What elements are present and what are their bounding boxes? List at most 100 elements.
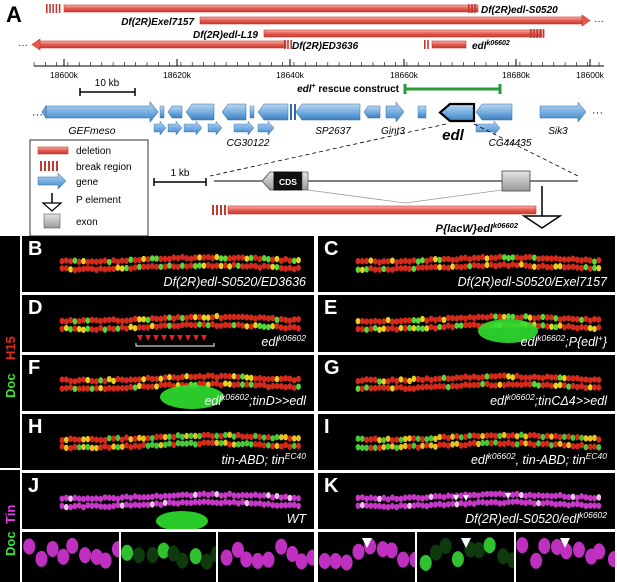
nucleus (467, 492, 473, 499)
nucleus (458, 382, 464, 389)
nucleus (441, 264, 447, 271)
nucleus (266, 323, 271, 331)
deletion-box-icon (37, 146, 69, 155)
nucleus (102, 503, 108, 510)
panel-letter: E (324, 297, 338, 319)
nucleus (106, 494, 112, 501)
nucleus (274, 382, 280, 390)
nucleus (175, 432, 181, 439)
nucleus (158, 315, 164, 323)
nucleus (244, 433, 250, 440)
nucleus (210, 490, 215, 497)
nucleus (419, 554, 432, 571)
nucleus (240, 322, 246, 329)
nucleus (154, 375, 160, 383)
nucleus (175, 313, 181, 321)
nucleus (467, 432, 473, 439)
nucleus (210, 546, 216, 563)
nucleus (553, 255, 559, 262)
arrowhead-icon (505, 493, 511, 499)
nucleus (244, 440, 250, 447)
nucleus (296, 495, 301, 502)
nucleus (244, 374, 250, 381)
nucleus (218, 381, 224, 389)
nucleus (287, 443, 293, 450)
nucleus (63, 503, 69, 511)
nucleus (235, 381, 241, 388)
nucleus (596, 264, 602, 272)
arrowhead-icon (177, 335, 183, 341)
nucleus (72, 318, 78, 325)
nucleus (510, 441, 516, 448)
nucleus (467, 499, 473, 507)
nucleus (402, 502, 408, 510)
nucleus (167, 381, 172, 388)
nucleus (137, 256, 142, 264)
nucleus (111, 385, 116, 392)
nucleus (253, 491, 258, 498)
nucleus (94, 502, 99, 509)
nucleus (514, 381, 520, 388)
nucleus (115, 375, 121, 383)
nucleus (59, 257, 65, 265)
nucleus (278, 502, 284, 509)
nucleus (137, 376, 142, 383)
nucleus (76, 258, 82, 265)
nucleus (102, 257, 108, 264)
nucleus (544, 492, 550, 499)
nucleus (63, 494, 69, 502)
nucleus (296, 325, 301, 332)
nucleus (180, 321, 185, 329)
nucleus (574, 264, 580, 271)
nucleus (359, 435, 365, 442)
nucleus (124, 384, 129, 392)
nucleus (428, 501, 434, 509)
nucleus (68, 503, 73, 511)
nucleus (411, 435, 417, 442)
nucleus (257, 314, 263, 321)
nucleus (89, 502, 95, 509)
nucleus (445, 501, 451, 508)
nucleus (516, 537, 529, 554)
nucleus (493, 254, 498, 262)
nucleus (175, 263, 181, 270)
axis-tick-label: 18600k (576, 70, 605, 80)
nucleus (115, 258, 121, 265)
nucleus (445, 383, 451, 391)
nucleus (158, 375, 164, 382)
nucleus (248, 492, 254, 499)
nucleus (214, 262, 220, 269)
nucleus (145, 316, 151, 324)
nucleus (587, 265, 593, 272)
nucleus (119, 317, 125, 325)
nucleus (72, 502, 78, 510)
nucleus (266, 255, 271, 263)
nucleus (270, 501, 276, 509)
deletion-1: Df(2R)edl-S0520 (46, 4, 558, 16)
scale-1kb-label: 1 kb (171, 168, 190, 179)
edl-k06602-deletion: P{lacW}edlk06602 (212, 205, 537, 235)
nucleus (381, 384, 387, 391)
nucleus (420, 442, 425, 450)
nucleus (235, 431, 241, 439)
nucleus (72, 443, 78, 451)
nucleus (523, 499, 529, 507)
nucleus (128, 316, 134, 324)
nucleus (359, 317, 365, 325)
nucleus (214, 253, 220, 261)
nucleus (458, 434, 464, 441)
nucleus (530, 552, 543, 569)
nucleus (549, 264, 554, 271)
nucleus (223, 255, 228, 262)
nucleus (218, 262, 224, 270)
nucleus (484, 314, 490, 321)
nucleus (235, 500, 241, 507)
cds-label: CDS (279, 177, 297, 187)
nucleus (531, 254, 537, 261)
nucleus (197, 372, 203, 380)
nucleus (296, 375, 301, 383)
nucleus (102, 326, 108, 333)
nucleus (527, 498, 533, 506)
nucleus (257, 381, 263, 388)
nucleus (227, 499, 233, 506)
